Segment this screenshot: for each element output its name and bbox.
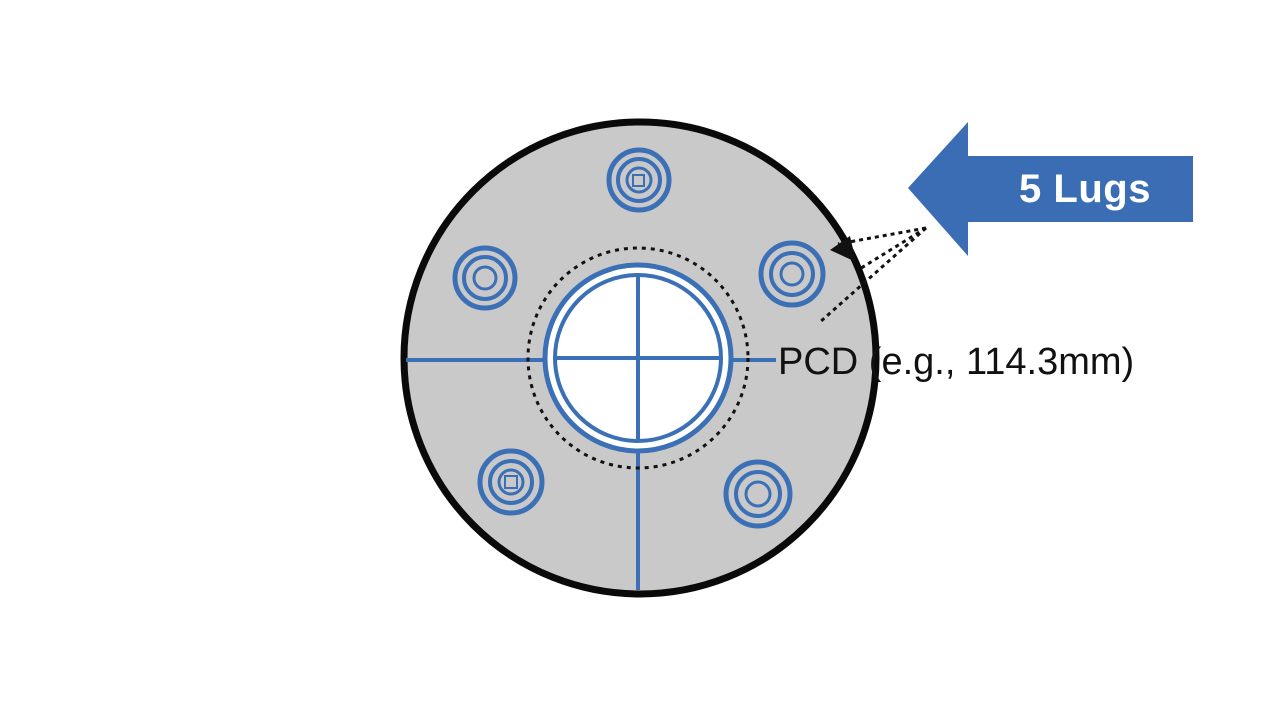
- lug-nut-left: [452, 245, 518, 311]
- concentric-circles-icon: [723, 459, 793, 529]
- pitch-circle-dotted: [526, 246, 750, 470]
- leader-arrowhead: [830, 236, 856, 262]
- lug-nut-top: [606, 147, 672, 213]
- lug-nut-right: [758, 240, 826, 308]
- concentric-circles-icon: [758, 240, 826, 308]
- concentric-circles-icon: [452, 245, 518, 311]
- lug-nut-bottom-right: [723, 459, 793, 529]
- concentric-circles-icon: [606, 147, 672, 213]
- concentric-circles-icon: [477, 448, 545, 516]
- lug-count-label: 5 Lugs: [1019, 167, 1151, 211]
- callout-leader-lines: [819, 226, 927, 324]
- left-arrow-icon: [908, 122, 1193, 256]
- lug-nut-bottom-left: [477, 448, 545, 516]
- pcd-label: PCD (e.g., 114.3mm): [778, 341, 1135, 383]
